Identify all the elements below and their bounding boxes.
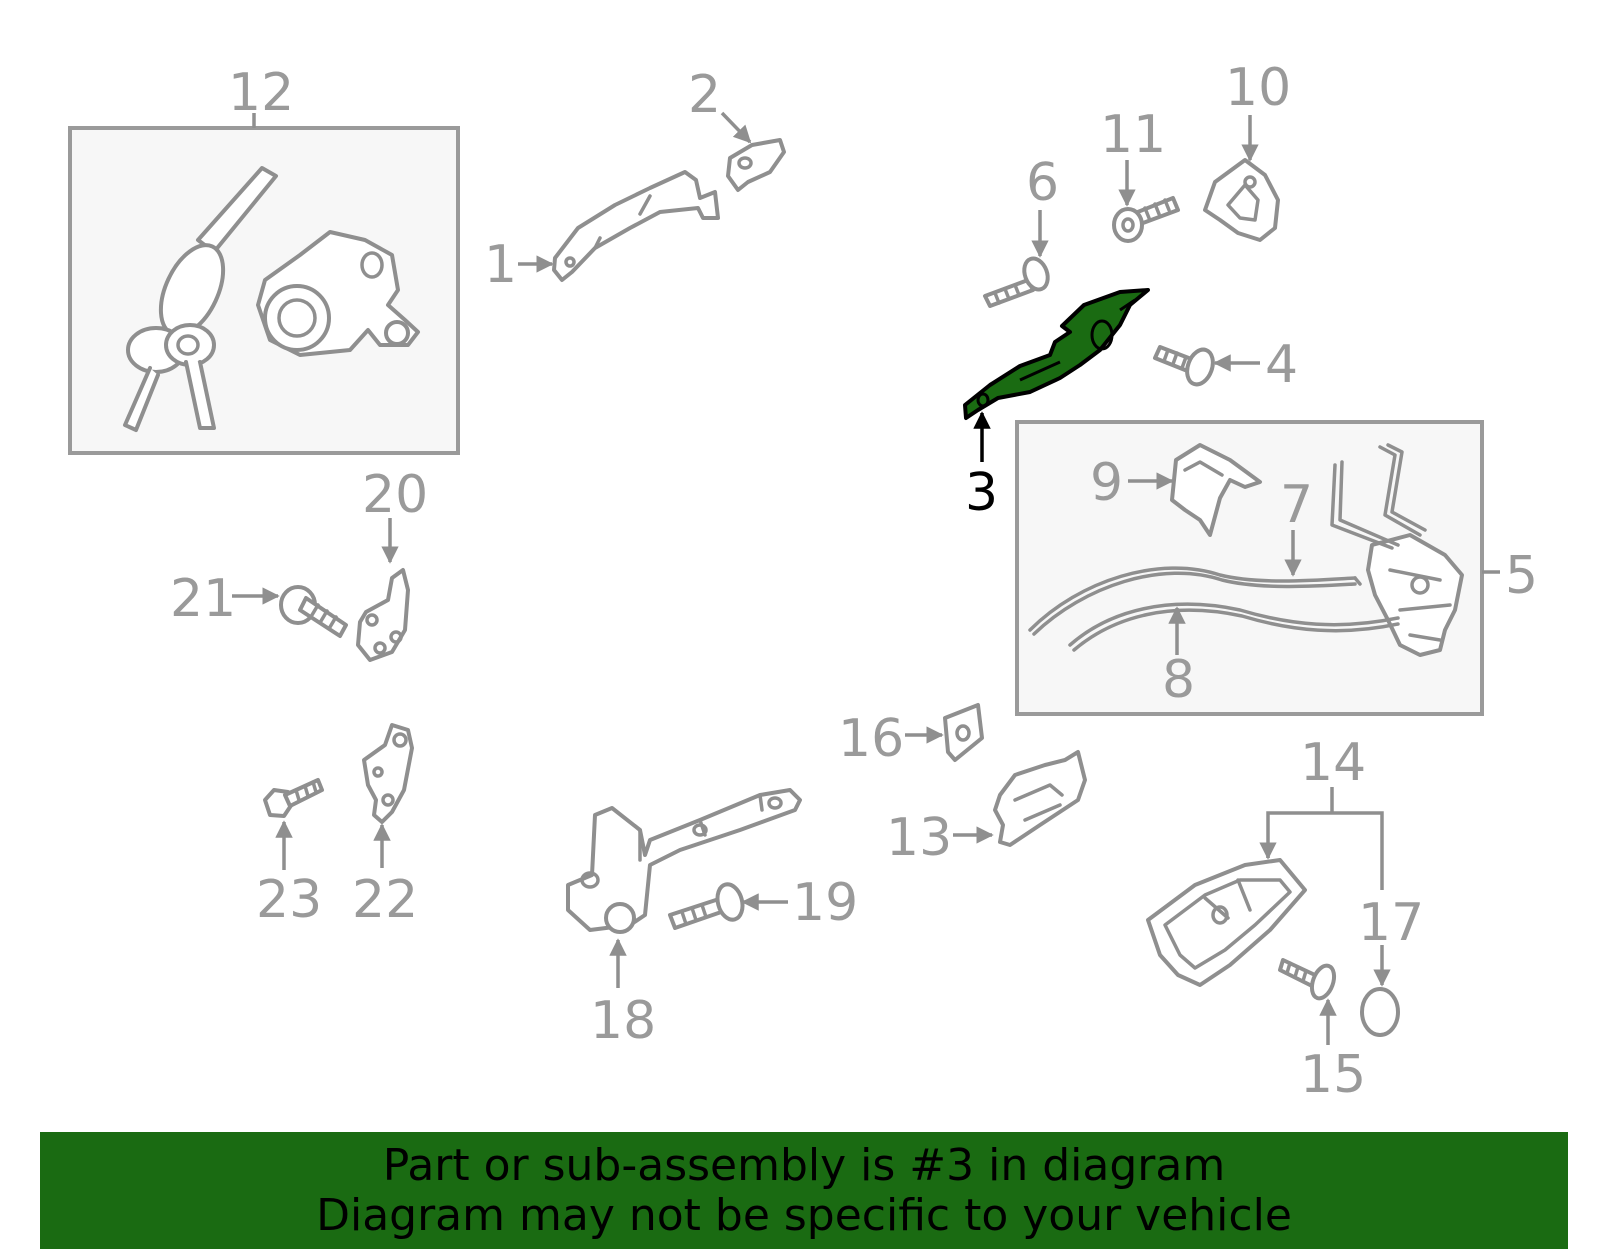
- callout-5: 5: [1505, 546, 1538, 606]
- handle-bracket-part-13: [993, 750, 1087, 847]
- callout-16: 16: [838, 709, 904, 769]
- leader-lines: [232, 111, 1500, 1045]
- door-check-part-18: [566, 788, 802, 934]
- callout-12: 12: [228, 63, 294, 123]
- bolt-part-19: [668, 882, 745, 930]
- striker-part-10: [1203, 158, 1280, 242]
- callout-3: 3: [965, 463, 998, 523]
- bolt-part-23: [263, 778, 324, 818]
- handle-cover-part-2: [726, 138, 786, 192]
- callout-21: 21: [170, 569, 236, 629]
- hinge-part-20: [356, 568, 410, 662]
- callout-labels: 12 1 2 6 11 10 4 3 5 9 7 8 20 21 23 22 1…: [170, 58, 1538, 1105]
- callout-2: 2: [688, 65, 721, 125]
- callout-22: 22: [352, 870, 418, 930]
- latch-cable-part-8: [1068, 602, 1400, 652]
- callout-1: 1: [484, 235, 517, 295]
- info-banner: Part or sub-assembly is #3 in diagram Di…: [40, 1132, 1568, 1249]
- bolt-part-21: [279, 585, 348, 638]
- callout-10: 10: [1225, 58, 1291, 118]
- callout-6: 6: [1026, 153, 1059, 213]
- bolt-part-11: [1112, 196, 1180, 243]
- callout-9: 9: [1090, 453, 1123, 513]
- callout-19: 19: [792, 873, 858, 933]
- nut-part-16: [943, 703, 984, 762]
- hinge-part-22: [362, 723, 414, 824]
- ring-part-17: [1360, 987, 1400, 1037]
- screw-part-15: [1278, 958, 1337, 1001]
- highlighted-part-3: [963, 288, 1150, 420]
- callout-17: 17: [1358, 893, 1424, 953]
- callout-8: 8: [1162, 650, 1195, 710]
- callout-4: 4: [1265, 335, 1298, 395]
- callout-23: 23: [256, 870, 322, 930]
- callout-13: 13: [886, 808, 952, 868]
- latch-cable-part-7: [1028, 566, 1362, 636]
- inside-handle-part-14: [1146, 858, 1307, 987]
- callout-11: 11: [1100, 105, 1166, 165]
- key-set: [123, 166, 278, 432]
- callout-14: 14: [1300, 733, 1366, 793]
- bolt-part-4: [1153, 345, 1215, 387]
- callout-7: 7: [1280, 475, 1313, 535]
- outside-handle-part-1: [552, 170, 720, 282]
- banner-line-2: Diagram may not be specific to your vehi…: [316, 1189, 1292, 1241]
- latch-cover-part-9: [1170, 443, 1262, 537]
- banner-line-1: Part or sub-assembly is #3 in diagram: [382, 1139, 1226, 1191]
- bolt-part-6: [983, 256, 1050, 308]
- lock-cylinder: [256, 230, 420, 357]
- callout-15: 15: [1300, 1045, 1366, 1105]
- callout-20: 20: [362, 465, 428, 525]
- callout-18: 18: [590, 991, 656, 1051]
